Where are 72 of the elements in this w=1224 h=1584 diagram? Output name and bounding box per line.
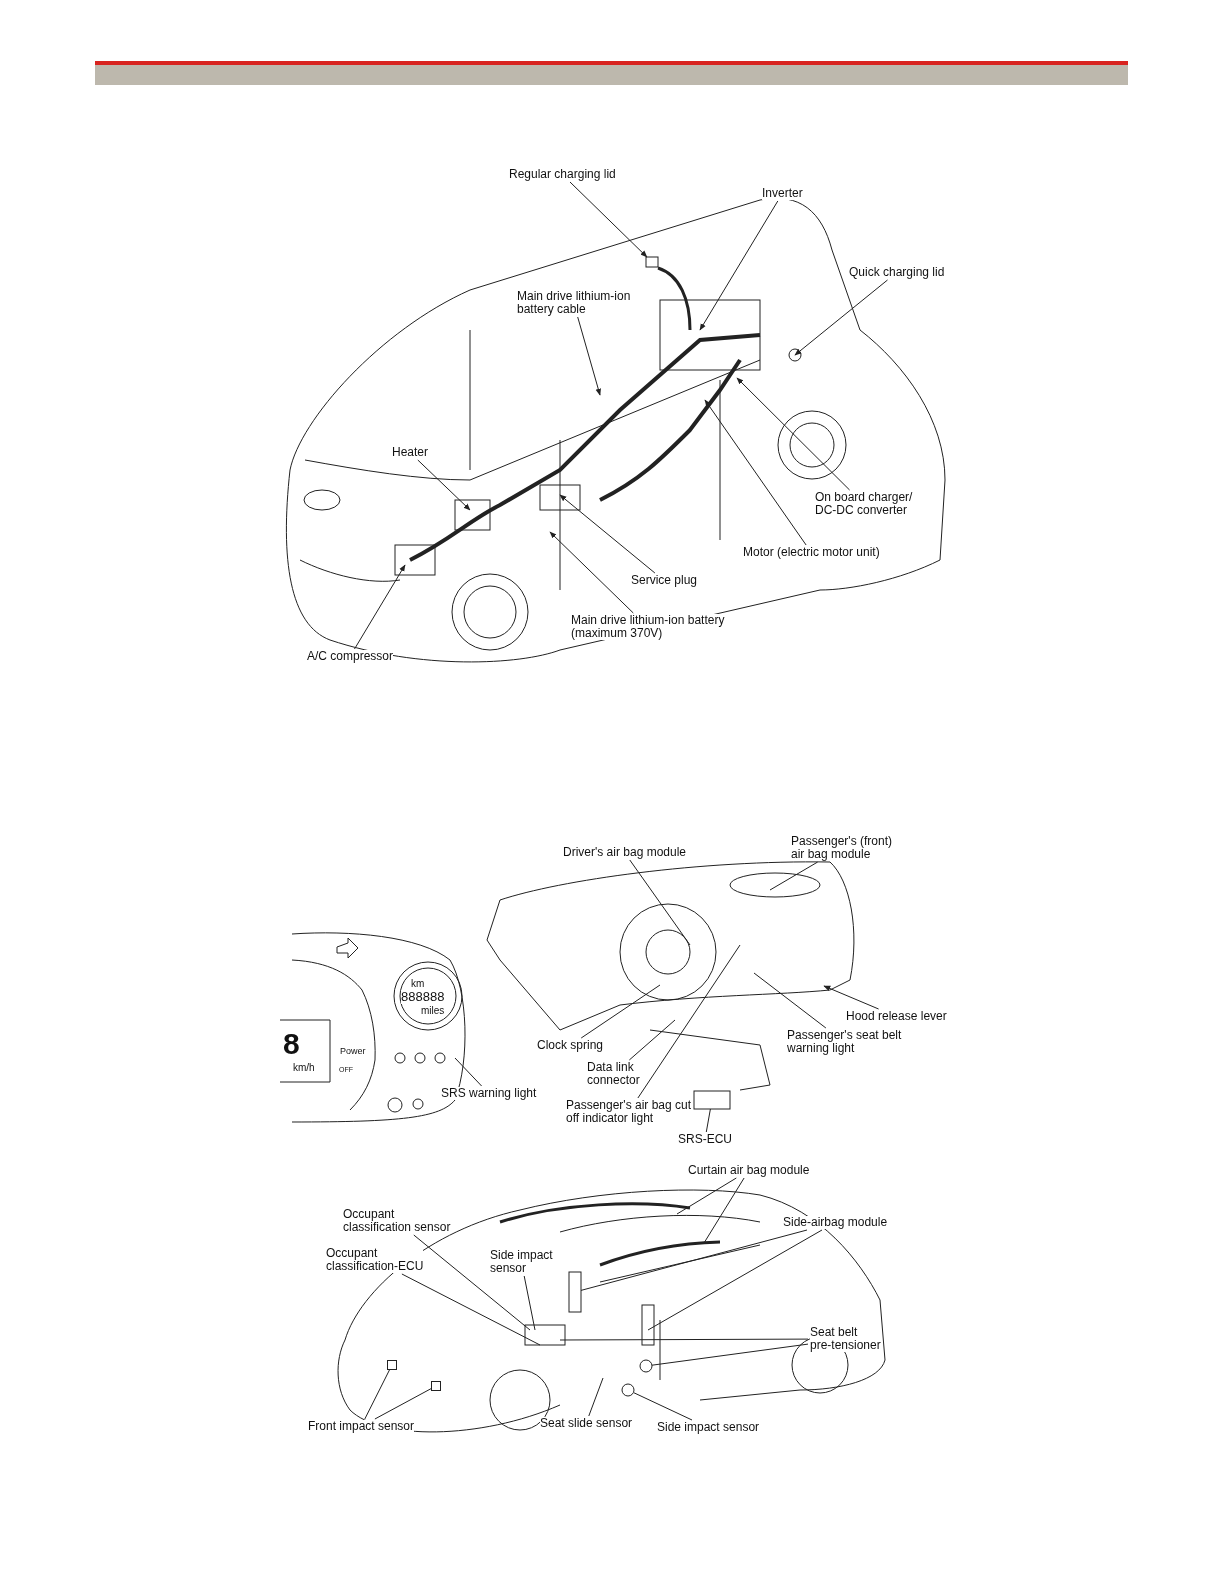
leader-line bbox=[569, 181, 648, 258]
callout-label: Hood release lever bbox=[846, 1010, 947, 1023]
callout-label: Seat slide sensor bbox=[540, 1417, 633, 1430]
callout-label: SRS-ECU bbox=[678, 1133, 732, 1146]
callout-label: On board charger/ DC-DC converter bbox=[815, 491, 913, 517]
leader-line bbox=[577, 316, 601, 396]
callout-label: Data link connector bbox=[587, 1061, 640, 1087]
component-part bbox=[693, 1090, 731, 1110]
sensor-part bbox=[621, 1383, 635, 1397]
leader-line bbox=[523, 1275, 536, 1331]
callout-label: Passenger's (front) air bag module bbox=[791, 835, 892, 861]
component-part bbox=[645, 256, 659, 268]
leader-line bbox=[699, 200, 779, 331]
callout-label: Regular charging lid bbox=[509, 168, 616, 181]
leader-line bbox=[753, 972, 827, 1029]
callout-label: Heater bbox=[392, 446, 429, 459]
leader-line bbox=[704, 399, 807, 546]
leader-line bbox=[794, 279, 888, 356]
leader-line bbox=[364, 1369, 391, 1420]
leader-line bbox=[401, 1273, 541, 1346]
leader-line bbox=[559, 1338, 809, 1341]
leader-line bbox=[580, 1229, 808, 1291]
leader-line bbox=[580, 984, 661, 1039]
leader-line bbox=[676, 1177, 737, 1215]
callout-label: Main drive lithium-ion battery cable bbox=[517, 290, 631, 316]
callout-label: Main drive lithium-ion battery (maximum 370V) bbox=[571, 614, 725, 640]
callout-label: Inverter bbox=[762, 187, 803, 200]
leader-line bbox=[651, 1343, 809, 1366]
callout-label: Clock spring bbox=[537, 1039, 604, 1052]
unit-label: km/h bbox=[293, 1062, 315, 1073]
leader-line bbox=[629, 859, 691, 946]
callout-label: A/C compressor bbox=[307, 650, 394, 663]
component-part bbox=[431, 1381, 441, 1391]
leader-line bbox=[703, 1177, 745, 1244]
unit-label: miles bbox=[421, 1005, 445, 1016]
unit-label: km bbox=[411, 978, 425, 989]
leader-line bbox=[417, 459, 471, 511]
callout-label: Quick charging lid bbox=[849, 266, 945, 279]
odometer-readout: 888888 bbox=[401, 990, 445, 1004]
leader-line bbox=[647, 1229, 823, 1331]
gauge-label: Power bbox=[340, 1046, 366, 1056]
callout-label: Side impact sensor bbox=[657, 1421, 760, 1434]
callout-label: Passenger's air bag cut off indicator light bbox=[566, 1099, 692, 1125]
callout-label: SRS warning light bbox=[441, 1087, 537, 1100]
leader-line bbox=[354, 564, 406, 650]
leader-line bbox=[454, 1057, 483, 1087]
leader-line bbox=[823, 985, 880, 1010]
callout-label: Curtain air bag module bbox=[688, 1164, 810, 1177]
airbag-part bbox=[568, 1271, 582, 1313]
leader-line bbox=[628, 1019, 676, 1061]
leader-line bbox=[559, 494, 656, 574]
callout-label: Side impact sensor bbox=[490, 1249, 553, 1275]
leader-line bbox=[374, 1387, 432, 1420]
callout-label: Occupant classification-ECU bbox=[326, 1247, 424, 1273]
leader-line bbox=[705, 1108, 711, 1133]
callout-label: Service plug bbox=[631, 574, 698, 587]
component-part bbox=[387, 1360, 397, 1370]
callout-label: Motor (electric motor unit) bbox=[743, 546, 880, 559]
leader-line bbox=[588, 1377, 604, 1417]
callout-label: Front impact sensor bbox=[308, 1420, 415, 1433]
leader-line bbox=[769, 861, 819, 891]
sensor-part bbox=[639, 1359, 653, 1373]
callout-label: Passenger's seat belt warning light bbox=[787, 1029, 902, 1055]
callout-label: Seat belt pre-tensioner bbox=[810, 1326, 881, 1352]
leader-line bbox=[413, 1234, 531, 1331]
callout-label: Driver's air bag module bbox=[563, 846, 686, 859]
callout-label: Side-airbag module bbox=[783, 1216, 888, 1229]
leader-line bbox=[549, 531, 634, 614]
leader-line bbox=[736, 377, 851, 491]
leader-line bbox=[633, 1392, 693, 1421]
callout-label: Occupant classification sensor bbox=[343, 1208, 451, 1234]
leader-line bbox=[637, 944, 741, 1099]
